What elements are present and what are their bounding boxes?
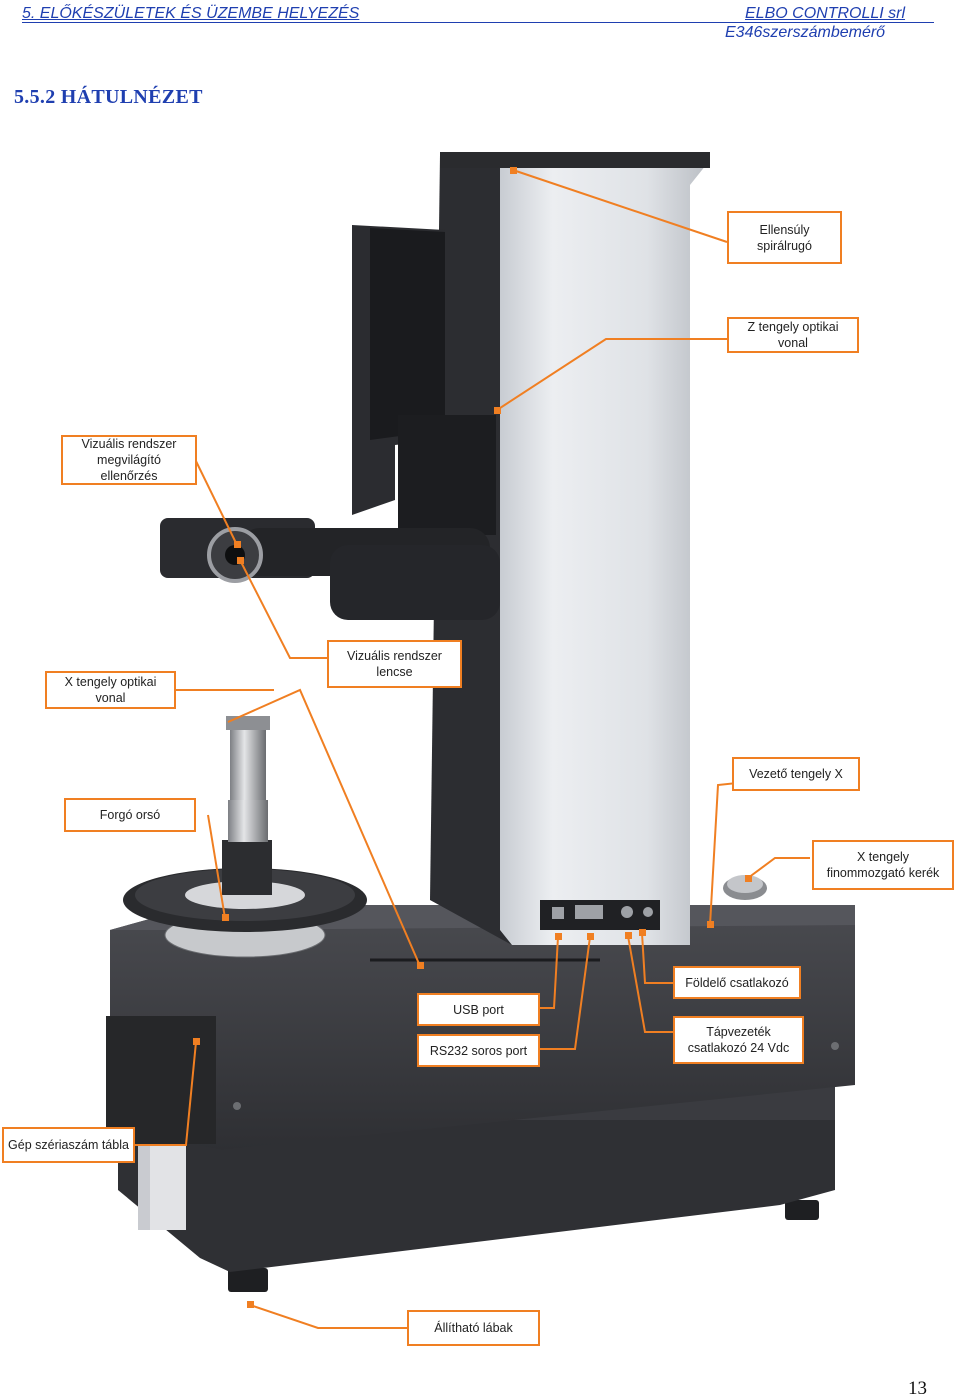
- camera-arm: [160, 415, 500, 620]
- label-ellensuly: Ellensúly spirálrugó: [727, 211, 842, 264]
- label-foldelo: Földelő csatlakozó: [673, 966, 801, 999]
- header-company: ELBO CONTROLLI srl: [745, 5, 906, 22]
- label-forgo-orso: Forgó orsó: [64, 798, 196, 832]
- label-x-finommozgato: X tengely finommozgató kerék: [812, 840, 954, 890]
- label-vizualis-megvilagito: Vizuális rendszer megvilágító ellenőrzés: [61, 435, 197, 485]
- label-vizualis-lencse: Vizuális rendszer lencse: [327, 640, 462, 688]
- label-tapvezetek: Tápvezeték csatlakozó 24 Vdc: [673, 1016, 804, 1064]
- adjustable-feet: [228, 1200, 819, 1292]
- label-x-optikai: X tengely optikai vonal: [45, 671, 176, 709]
- label-vezeto-x: Vezető tengely X: [732, 757, 860, 791]
- rotating-spindle: [123, 716, 367, 958]
- fine-adjust-wheel: [723, 875, 767, 900]
- label-rs232: RS232 soros port: [417, 1034, 540, 1067]
- header-chapter: 5. ELŐKÉSZÜLETEK ÉS ÜZEMBE HELYEZÉS: [22, 5, 360, 22]
- header-rule: [22, 22, 934, 23]
- label-z-optikai: Z tengely optikai vonal: [727, 317, 859, 353]
- monitor-panel: [352, 225, 445, 515]
- callout-dots: [193, 167, 752, 1308]
- header-product: E346szerszámbemérő: [725, 24, 886, 41]
- page-number: 13: [908, 1378, 927, 1397]
- section-title: 5.5.2 HÁTULNÉZET: [14, 86, 203, 108]
- label-usb-port: USB port: [417, 993, 540, 1026]
- label-gep-szeriaszam: Gép szériaszám tábla: [2, 1127, 135, 1163]
- label-allithato-labak: Állítható lábak: [407, 1310, 540, 1346]
